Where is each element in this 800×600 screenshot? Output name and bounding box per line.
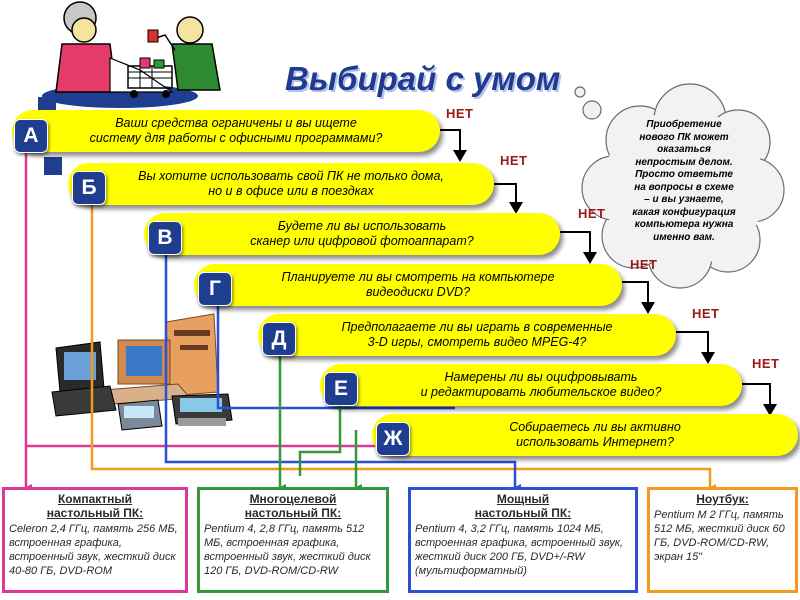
question-b: Вы хотите использовать свой ПК не только… [68,163,494,205]
result-multipurpose-pc: Многоцелевой настольный ПК: Pentium 4, 2… [197,487,389,593]
no-label: НЕТ [752,356,780,371]
no-label: НЕТ [446,106,474,121]
question-text: Намерены ли вы оцифровывать и редактиров… [420,370,662,399]
decor-square [44,157,62,175]
no-label: НЕТ [630,257,658,272]
result-specs: Celeron 2,4 ГГц, память 256 МБ, встроенн… [9,523,178,577]
question-d: Предполагаете ли вы играть в современные… [258,314,676,356]
result-compact-pc: Компактный настольный ПК: Celeron 2,4 ГГ… [2,487,188,593]
question-a: Ваши средства ограничены и вы ищете сист… [12,110,440,152]
question-text: Предполагаете ли вы играть в современные… [341,320,613,349]
result-notebook: Ноутбук: Pentium M 2 ГГц, память 512 МБ,… [647,487,798,593]
result-specs: Pentium 4, 2,8 ГГц, память 512 МБ, встро… [204,523,371,577]
result-title: Мощный настольный ПК: [474,492,572,520]
question-g: Планируете ли вы смотреть на компьютере … [194,264,622,306]
question-text: Вы хотите использовать свой ПК не только… [138,169,444,198]
no-label: НЕТ [692,306,720,321]
question-badge-v: В [148,221,182,255]
result-specs: Pentium M 2 ГГц, память 512 МБ, жесткий … [654,509,785,563]
cloud-note: Приобретение нового ПК может оказаться н… [632,119,736,243]
no-label: НЕТ [578,206,606,221]
result-title: Ноутбук: [696,492,749,506]
question-badge-d: Д [262,322,296,356]
question-badge-e: Е [324,372,358,406]
result-title: Многоцелевой настольный ПК: [244,492,342,520]
question-text: Планируете ли вы смотреть на компьютере … [281,270,555,299]
question-text: Будете ли вы использовать сканер или циф… [250,219,474,248]
question-badge-b: Б [72,171,106,205]
shoppers-illustration [42,1,221,108]
page-title: Выбирай с умом [285,60,561,97]
question-badge-a: А [14,119,48,153]
question-text: Собираетесь ли вы активно использовать И… [509,420,681,449]
question-e: Намерены ли вы оцифровывать и редактиров… [320,364,742,406]
question-badge-zh: Ж [376,422,410,456]
question-v: Будете ли вы использовать сканер или циф… [144,213,560,255]
question-badge-g: Г [198,272,232,306]
question-text: Ваши средства ограничены и вы ищете сист… [89,116,383,145]
no-arrows [440,129,771,408]
no-label: НЕТ [500,153,528,168]
question-zh: Собираетесь ли вы активно использовать И… [372,414,798,456]
cloud-shape [574,83,785,289]
result-title: Компактный настольный ПК: [46,492,144,520]
result-specs: Pentium 4, 3,2 ГГц, память 1024 МБ, встр… [415,523,623,577]
result-powerful-pc: Мощный настольный ПК: Pentium 4, 3,2 ГГц… [408,487,638,593]
computers-illustration [51,313,233,431]
